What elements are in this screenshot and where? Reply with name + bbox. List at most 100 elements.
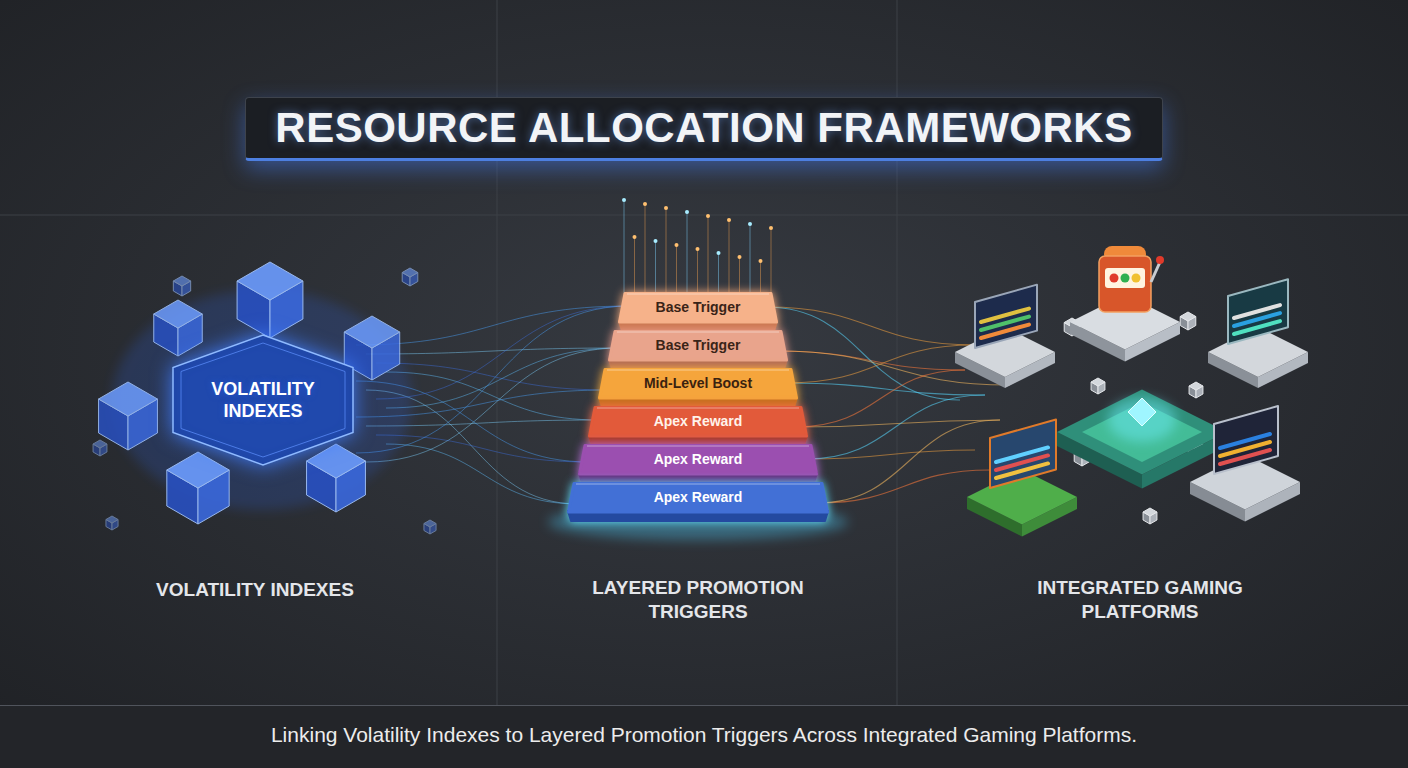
index-cube: [173, 276, 190, 296]
trigger-layer: Base Trigger: [608, 330, 788, 370]
cube-face: [154, 300, 202, 328]
layer-highlight: [617, 332, 779, 333]
slot-reel: [1110, 274, 1119, 283]
screen: [1228, 279, 1288, 344]
index-cube: [106, 516, 118, 530]
cube-face: [237, 262, 303, 300]
layer-label: Apex Reward: [654, 482, 743, 512]
cube-face: [99, 382, 158, 416]
slot-lever: [1151, 262, 1160, 282]
index-cube: [424, 520, 436, 534]
flow-line: [806, 450, 975, 459]
cube-face: [1180, 312, 1196, 321]
flow-line: [376, 435, 590, 462]
trigger-layer: Apex Reward: [578, 444, 818, 484]
column-label: INTEGRATED GAMING PLATFORMS: [1009, 576, 1271, 624]
slot-lever: [1156, 256, 1164, 264]
cube-face: [106, 516, 118, 523]
cube-face: [344, 316, 399, 348]
caption-bar-edge: [0, 705, 1408, 706]
flow-line: [386, 444, 579, 504]
particle: [738, 255, 742, 259]
slot-reel: [1121, 274, 1130, 283]
caption-bar: [0, 705, 1408, 768]
layer-label: Base Trigger: [656, 330, 741, 360]
cube-face: [1143, 508, 1157, 516]
flow-line: [376, 363, 610, 390]
layer-label: Base Trigger: [656, 292, 741, 322]
layer-highlight: [627, 294, 769, 295]
flow-line: [786, 345, 975, 383]
particle-trail: [666, 208, 667, 298]
screen-bar: [981, 309, 1029, 322]
trigger-layer: Apex Reward: [588, 406, 808, 446]
layer-highlight: [607, 370, 789, 371]
screen-bar: [996, 455, 1048, 470]
particle-trail: [729, 220, 730, 298]
hologram-glow: [1108, 398, 1176, 442]
particle-trail: [676, 245, 677, 298]
particle-trail: [655, 241, 656, 298]
index-cube: [1091, 378, 1105, 394]
flow-line: [796, 370, 965, 427]
trigger-layer: Apex Reward: [567, 482, 829, 522]
index-cube: [93, 440, 107, 456]
index-cube: [154, 300, 202, 356]
layer-label: Apex Reward: [654, 406, 743, 436]
layer-highlight: [576, 484, 820, 485]
index-cube: [99, 382, 158, 450]
trigger-layer: Base Trigger: [618, 292, 778, 332]
particle: [622, 198, 626, 202]
particle: [706, 214, 710, 218]
screen: [975, 285, 1037, 348]
particle-trail: [739, 257, 740, 298]
title-box: RESOURCE ALLOCATION FRAMEWORKS: [245, 97, 1163, 161]
particle-trail: [771, 228, 772, 298]
screen-bar: [1220, 434, 1270, 448]
grid-line: [0, 215, 1408, 216]
cube-face: [424, 520, 436, 527]
screen-bar: [1234, 305, 1280, 318]
caption: Linking Volatility Indexes to Layered Pr…: [0, 722, 1408, 748]
flow-line: [817, 420, 1000, 503]
particle-trail: [750, 224, 751, 298]
platform: [1057, 390, 1227, 489]
cube-face: [307, 444, 366, 478]
cluster-hex-inner: [181, 343, 345, 457]
particle: [748, 222, 752, 226]
screen: [990, 420, 1056, 488]
particle: [633, 235, 637, 239]
gaming-platforms: [955, 246, 1308, 537]
particles: [622, 198, 773, 298]
particle: [696, 247, 700, 251]
particle-trail: [697, 249, 698, 298]
title: RESOURCE ALLOCATION FRAMEWORKS: [275, 104, 1132, 152]
cluster-label: VOLATILITY INDEXES: [198, 378, 328, 422]
index-cube: [237, 262, 303, 338]
cube-face: [402, 268, 418, 277]
particle: [717, 251, 721, 255]
particle-trail: [687, 212, 688, 298]
layer-highlight: [587, 446, 809, 447]
flow-line: [766, 307, 975, 345]
cube-cluster: [93, 262, 436, 534]
screen: [1214, 406, 1278, 474]
particle: [664, 206, 668, 210]
particle: [643, 202, 647, 206]
index-cube: [307, 444, 366, 512]
layer-highlight: [597, 408, 799, 409]
particle-trail: [634, 237, 635, 298]
index-cluster: VOLATILITY INDEXES: [173, 335, 353, 465]
flow-line: [817, 470, 990, 503]
particle: [769, 226, 773, 230]
hologram: [1128, 398, 1156, 426]
index-cube: [1143, 508, 1157, 524]
cube-face: [167, 452, 229, 488]
particle: [759, 259, 763, 263]
particle: [675, 243, 679, 247]
particle-trail: [708, 216, 709, 298]
layer-label: Apex Reward: [654, 444, 743, 474]
cube-face: [173, 276, 190, 286]
trigger-layer: Mid-Level Boost: [598, 368, 798, 408]
